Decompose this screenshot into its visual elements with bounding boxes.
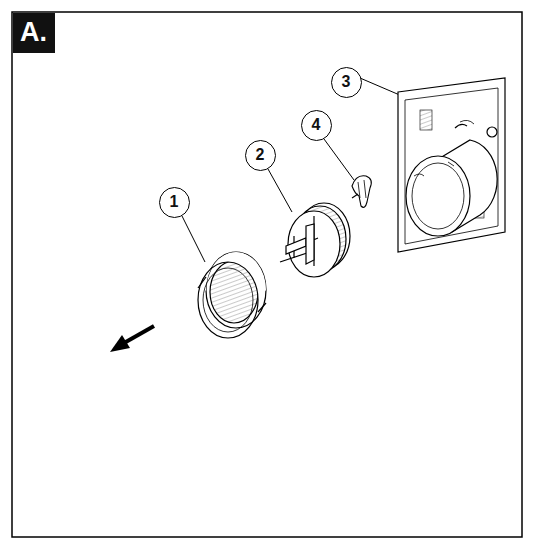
callout-number: 4 <box>301 110 332 141</box>
callout-label: 2 <box>256 147 265 163</box>
trim-ring <box>198 252 266 338</box>
direction-arrow <box>110 326 154 352</box>
callout-label: 1 <box>170 194 179 210</box>
test-plug <box>280 203 350 277</box>
panel-heading-text: A. <box>20 17 47 47</box>
frame <box>12 12 522 537</box>
valve-body <box>398 78 505 252</box>
callout-number: 1 <box>159 187 190 218</box>
callout-label: 3 <box>342 74 351 90</box>
panel-heading: A. <box>13 13 55 53</box>
retaining-clip <box>352 176 371 208</box>
callout-number: 3 <box>331 67 362 98</box>
callout-number: 2 <box>245 140 276 171</box>
callout-label: 4 <box>312 117 321 133</box>
